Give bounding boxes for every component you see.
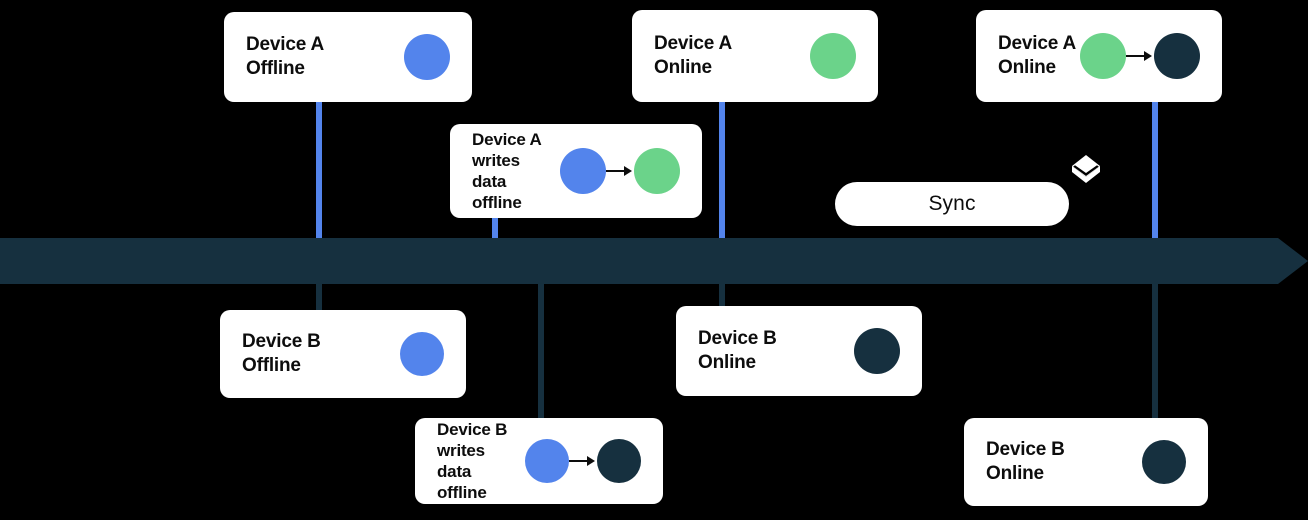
status-dot-navy (854, 328, 900, 374)
card-device-a-online-synced-visual (1080, 33, 1200, 79)
write-arrow-icon (606, 165, 634, 177)
sync-label: Sync (928, 192, 976, 215)
status-dot-green (810, 33, 856, 79)
card-device-a-offline-label: Device A Offline (246, 33, 324, 79)
card-device-a-online-visual (810, 33, 856, 79)
status-dot-navy (1154, 33, 1200, 79)
card-device-b-online-synced[interactable]: Device B Online (964, 418, 1208, 506)
card-device-b-offline-label: Device B Offline (242, 330, 321, 376)
status-dot-blue (560, 148, 606, 194)
connector-device-b-online (719, 280, 725, 308)
card-device-b-online-synced-visual (1142, 440, 1186, 484)
status-dot-navy (1142, 440, 1186, 484)
connector-device-a-online (719, 100, 725, 242)
card-device-a-writes-offline[interactable]: Device A writes data offline (450, 124, 702, 218)
card-device-b-offline-visual (400, 332, 444, 376)
card-device-b-writes-offline[interactable]: Device B writes data offline (415, 418, 663, 504)
card-device-a-writes-offline-visual (560, 148, 680, 194)
timeline-axis-bar (0, 238, 1308, 284)
connector-device-a-online-synced (1152, 100, 1158, 242)
status-dot-green (1080, 33, 1126, 79)
card-device-a-online[interactable]: Device A Online (632, 10, 878, 102)
card-device-a-offline-visual (404, 34, 450, 80)
connector-device-b-offline (316, 280, 322, 314)
sync-badge[interactable]: Sync (835, 182, 1069, 226)
card-device-a-writes-offline-label: Device A writes data offline (472, 129, 542, 213)
card-device-b-online[interactable]: Device B Online (676, 306, 922, 396)
status-dot-blue (400, 332, 444, 376)
status-dot-navy (597, 439, 641, 483)
layers-icon (1068, 152, 1104, 188)
status-dot-blue (404, 34, 450, 80)
card-device-b-online-synced-label: Device B Online (986, 438, 1065, 484)
sync-arrow-icon (1126, 50, 1154, 62)
status-dot-green (634, 148, 680, 194)
card-device-b-online-visual (854, 328, 900, 374)
card-device-b-offline[interactable]: Device B Offline (220, 310, 466, 398)
connector-device-a-offline (316, 100, 322, 242)
write-arrow-icon (569, 455, 597, 467)
card-device-a-offline[interactable]: Device A Offline (224, 12, 472, 102)
card-device-b-writes-offline-label: Device B writes data offline (437, 419, 508, 503)
card-device-a-online-synced[interactable]: Device A Online (976, 10, 1222, 102)
card-device-a-online-label: Device A Online (654, 32, 732, 78)
status-dot-blue (525, 439, 569, 483)
connector-device-b-writes-offline (538, 280, 544, 420)
connector-device-a-writes-offline (492, 216, 498, 242)
card-device-b-online-label: Device B Online (698, 327, 777, 373)
connector-device-b-online-synced (1152, 280, 1158, 422)
card-device-b-writes-offline-visual (525, 439, 641, 483)
card-device-a-online-synced-label: Device A Online (998, 32, 1076, 78)
